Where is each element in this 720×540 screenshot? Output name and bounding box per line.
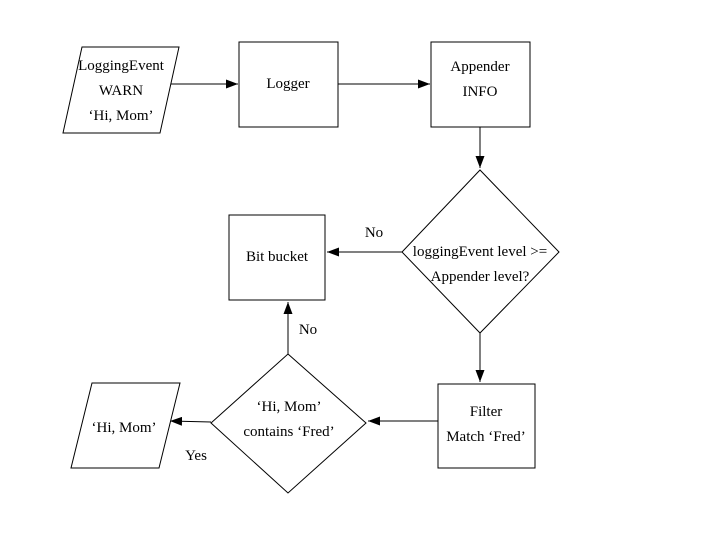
node-label: ‘Hi, Mom’ [257,399,322,415]
node-label: Appender level? [431,269,530,285]
node-label: WARN [99,83,143,99]
node-level-decision: loggingEvent level >= Appender level? [401,169,560,334]
node-label: Filter [470,404,503,420]
diamond-shape [401,169,560,334]
parallelogram-shape [70,382,181,469]
node-label: Appender [450,59,509,75]
rect-shape [228,214,326,301]
node-contains-decision: ‘Hi, Mom’ contains ‘Fred’ [210,353,367,494]
node-label: loggingEvent level >= [413,244,547,260]
diamond-shape [210,353,367,494]
node-label: Match ‘Fred’ [446,429,526,445]
node-label: ‘Hi, Mom’ [89,108,154,124]
node-label: Logger [266,76,309,92]
node-label: ‘Hi, Mom’ [92,420,157,436]
edge-label-level-decision-to-bit-bucket: No [365,225,383,241]
parallelogram-shape [62,46,180,134]
rect-shape [437,383,536,469]
rect-shape [430,41,531,128]
node-label: INFO [462,84,497,100]
node-label: LoggingEvent [78,58,165,74]
rect-shape [238,41,339,128]
node-logger: Logger [238,41,339,128]
edge-contains-decision-to-hi-mom [169,416,212,426]
node-label: Bit bucket [246,249,309,265]
edge-label-contains-decision-to-hi-mom: Yes [185,448,207,464]
node-label: contains ‘Fred’ [243,424,334,440]
node-bit-bucket: Bit bucket [228,214,326,301]
node-hi-mom-output: ‘Hi, Mom’ [70,382,181,469]
edge-label-contains-decision-to-bit-bucket: No [299,322,317,338]
